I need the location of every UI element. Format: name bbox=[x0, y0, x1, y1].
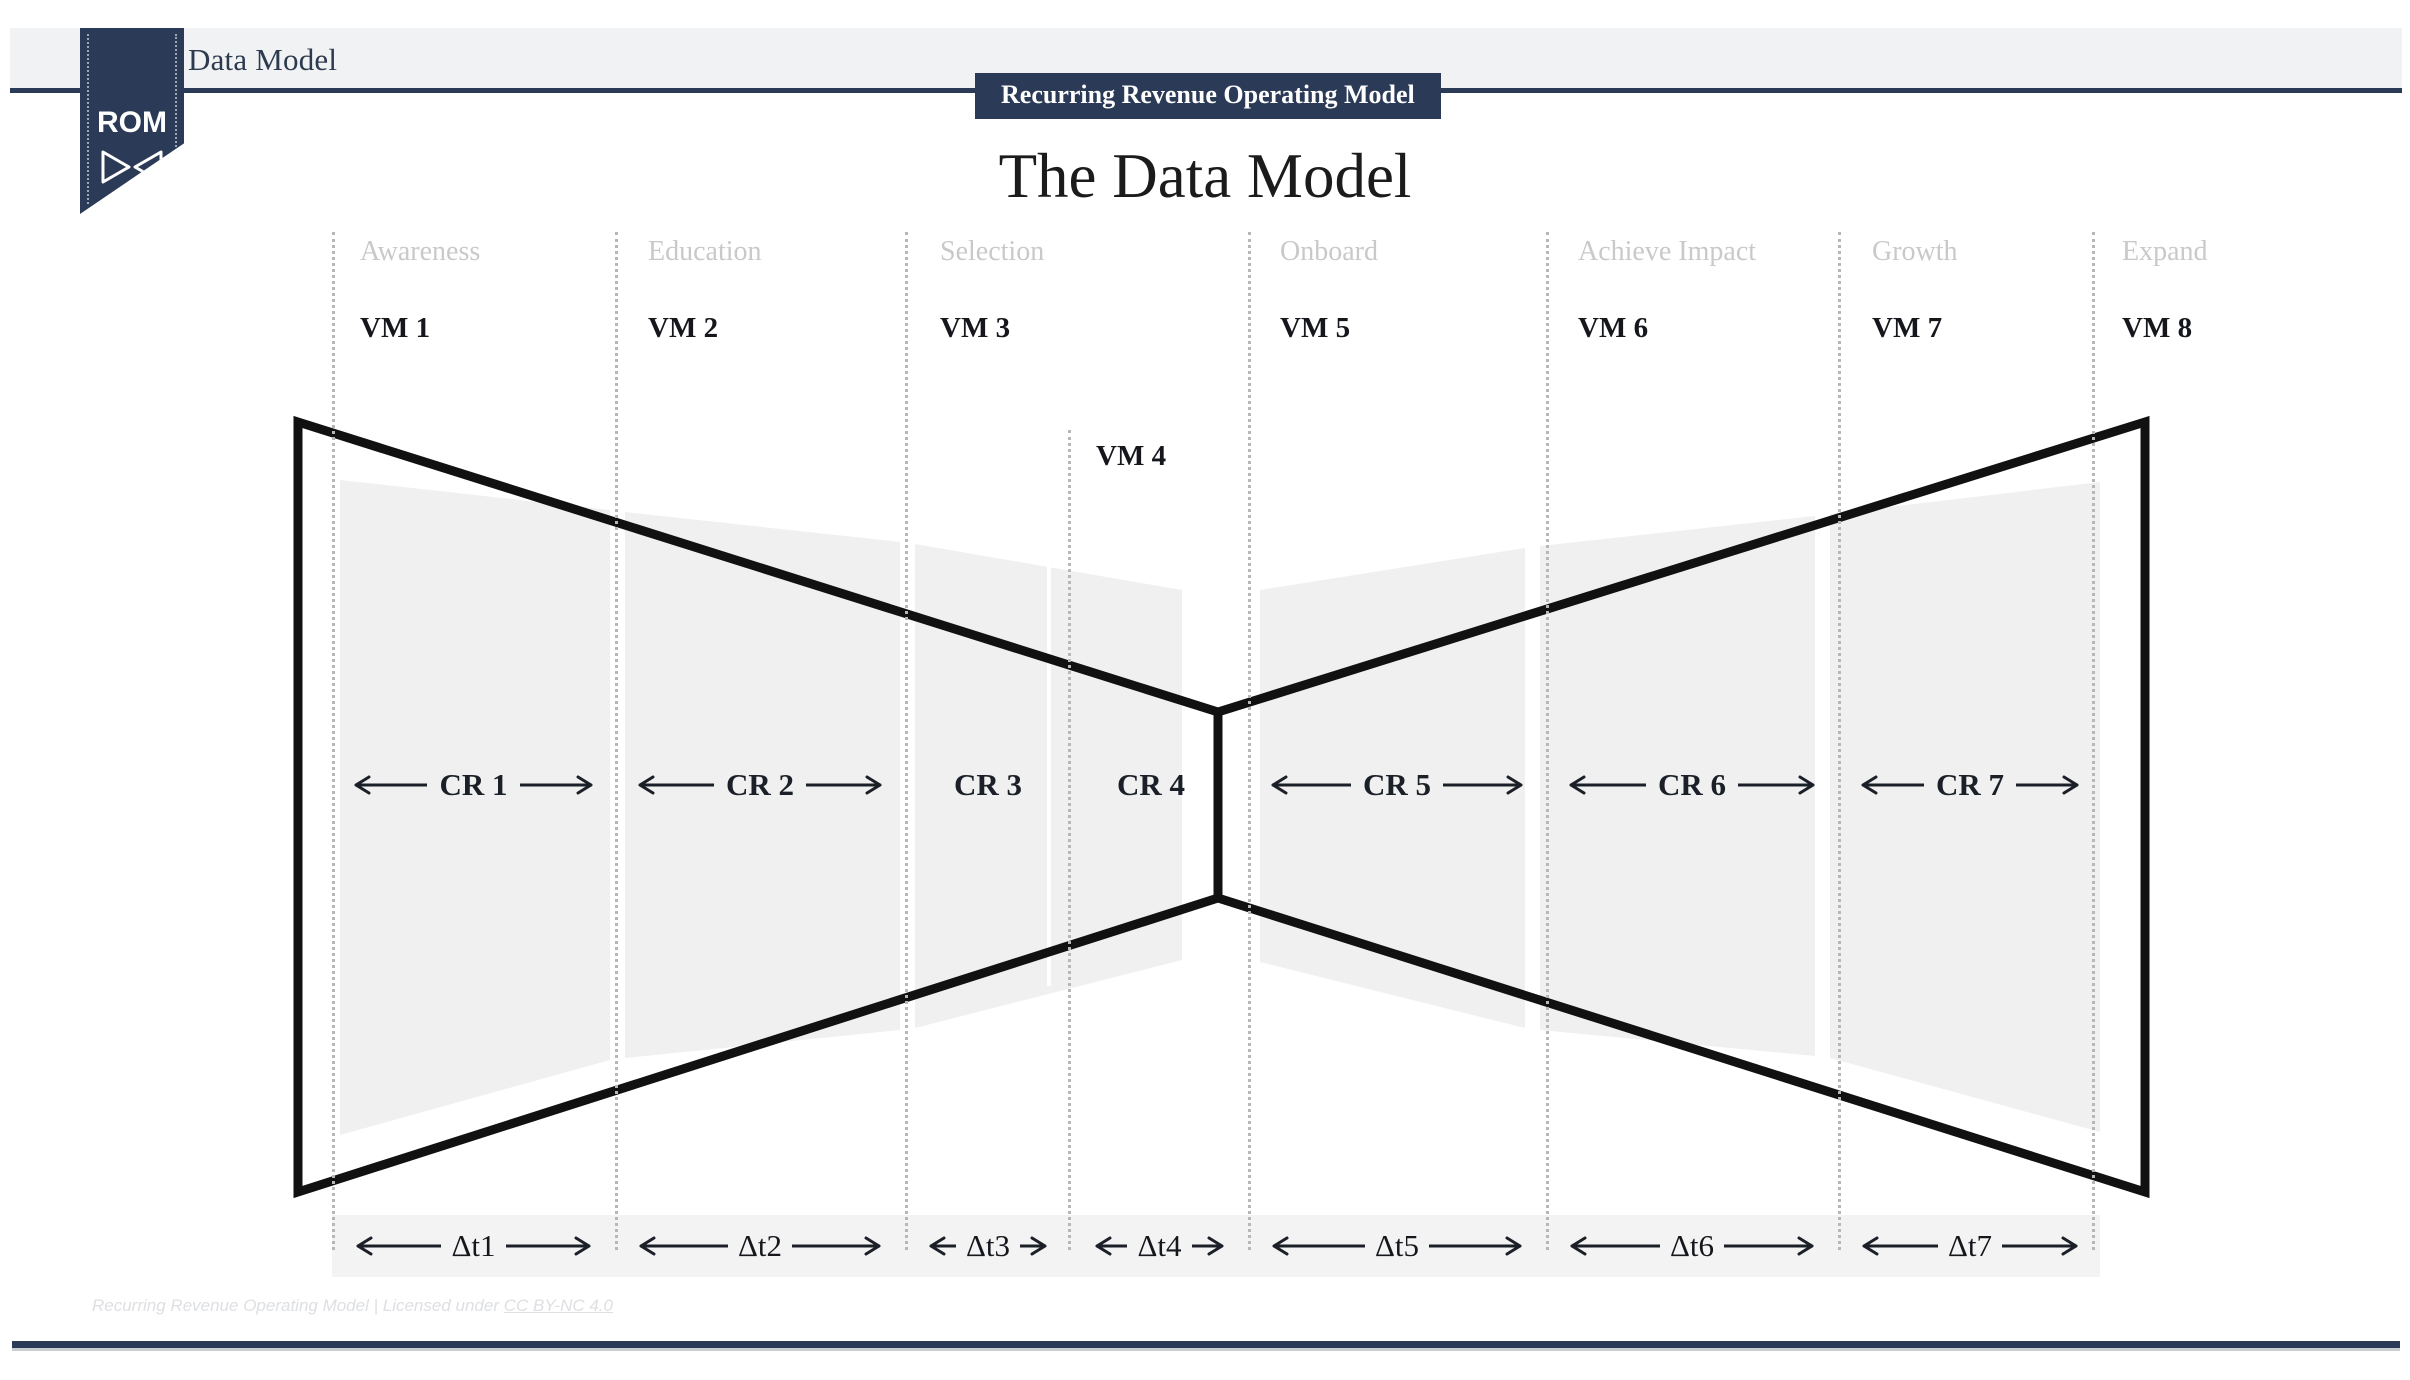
breadcrumb: Data Model bbox=[188, 42, 338, 77]
arrow-left-icon bbox=[929, 1236, 956, 1256]
arrow-left-icon bbox=[1271, 775, 1351, 795]
footer-rule bbox=[12, 1341, 2400, 1348]
page-title: The Data Model bbox=[998, 141, 1412, 211]
arrow-right-icon bbox=[1724, 1236, 1814, 1256]
time-delta-label: Δt7 bbox=[1947, 1228, 1993, 1263]
arrow-right-icon bbox=[1738, 775, 1815, 795]
arrow-right-icon bbox=[505, 1236, 591, 1256]
arrow-right-icon bbox=[1020, 1236, 1047, 1256]
gridline-7 bbox=[2092, 232, 2095, 1250]
gridline-center-vm4 bbox=[1068, 430, 1071, 1250]
ribbon-dotted-edge-left bbox=[87, 34, 89, 204]
time-delta-label: Δt6 bbox=[1669, 1228, 1715, 1263]
conversion-rate-cr-1: CR 1 bbox=[332, 767, 615, 803]
vm-label-vm-5: VM 5 bbox=[1280, 312, 1351, 344]
arrow-right-icon bbox=[1429, 1236, 1522, 1256]
left-wing-bands bbox=[340, 480, 1182, 1135]
conversion-rate-cr-3: CR 3 bbox=[905, 767, 1071, 803]
vm-label-vm-3: VM 3 bbox=[940, 312, 1011, 344]
gridline-6 bbox=[1838, 232, 1841, 1250]
conversion-rate-cr-6: CR 6 bbox=[1546, 767, 1838, 803]
bowtie-right-outline bbox=[1213, 415, 2150, 1199]
conversion-rate-cr-5: CR 5 bbox=[1248, 767, 1546, 803]
time-delta-δt2: Δt2 bbox=[615, 1228, 905, 1264]
license-footer: Recurring Revenue Operating Model | Lice… bbox=[92, 1296, 613, 1316]
arrow-right-icon bbox=[1191, 1236, 1224, 1256]
band-divider-cr3-cr4 bbox=[1047, 566, 1051, 986]
vm-label-vm-2: VM 2 bbox=[648, 312, 719, 344]
gridline-5 bbox=[1546, 232, 1549, 1250]
stage-label-awareness: Awareness bbox=[360, 236, 481, 267]
arrow-left-icon bbox=[1272, 1236, 1365, 1256]
gridline-3 bbox=[905, 232, 908, 1250]
conversion-rate-label: CR 3 bbox=[953, 767, 1023, 802]
vm-label-center: VM 4 bbox=[1096, 440, 1167, 472]
ribbon-dotted-edge-right bbox=[175, 34, 177, 154]
time-delta-label: Δt3 bbox=[965, 1228, 1011, 1263]
time-delta-δt7: Δt7 bbox=[1838, 1228, 2102, 1264]
conversion-rate-label: CR 5 bbox=[1362, 767, 1432, 802]
conversion-rate-label: CR 1 bbox=[439, 767, 508, 802]
band-cr1 bbox=[340, 480, 610, 1135]
vm-label-vm-8: VM 8 bbox=[2122, 312, 2193, 344]
arrow-left-icon bbox=[1861, 775, 1924, 795]
right-wing-bands bbox=[1260, 482, 2100, 1132]
conversion-rate-label: CR 2 bbox=[725, 767, 795, 802]
vm-label-vm-1: VM 1 bbox=[360, 312, 431, 344]
arrow-left-icon bbox=[639, 1236, 728, 1256]
time-delta-label: Δt5 bbox=[1374, 1228, 1420, 1263]
band-cr6 bbox=[1540, 516, 1815, 1056]
arrow-right-icon bbox=[2016, 775, 2079, 795]
stage-label-selection: Selection bbox=[940, 236, 1045, 267]
time-delta-δt4: Δt4 bbox=[1071, 1228, 1248, 1264]
stage-label-education: Education bbox=[648, 236, 762, 267]
stage-label-onboard: Onboard bbox=[1280, 236, 1378, 267]
arrow-right-icon bbox=[792, 1236, 881, 1256]
gridline-2 bbox=[615, 232, 618, 1250]
stage-label-expand: Expand bbox=[2122, 236, 2208, 267]
time-delta-label: Δt2 bbox=[737, 1228, 783, 1263]
vm-label-vm-6: VM 6 bbox=[1578, 312, 1649, 344]
time-delta-δt5: Δt5 bbox=[1248, 1228, 1546, 1264]
band-cr2 bbox=[625, 512, 900, 1058]
conversion-rate-label: CR 4 bbox=[1116, 767, 1186, 802]
arrow-right-icon bbox=[2002, 1236, 2078, 1256]
arrow-right-icon bbox=[519, 775, 593, 795]
band-cr5 bbox=[1260, 548, 1525, 1028]
conversion-rate-label: CR 7 bbox=[1935, 767, 2005, 802]
time-delta-label: Δt4 bbox=[1137, 1228, 1182, 1263]
time-delta-δt3: Δt3 bbox=[905, 1228, 1071, 1264]
conversion-rate-cr-2: CR 2 bbox=[615, 767, 905, 803]
gridline-4 bbox=[1248, 232, 1251, 1250]
arrow-right-icon bbox=[806, 775, 882, 795]
license-link[interactable]: CC BY-NC 4.0 bbox=[503, 1296, 613, 1315]
time-delta-δt1: Δt1 bbox=[332, 1228, 615, 1264]
footer-rule-secondary bbox=[12, 1348, 2400, 1351]
logo-wordmark: ROM bbox=[97, 106, 167, 139]
stage-label-growth: Growth bbox=[1872, 236, 1958, 267]
arrow-left-icon bbox=[638, 775, 714, 795]
conversion-rate-cr-4: CR 4 bbox=[1071, 767, 1231, 803]
vm-label-vm-7: VM 7 bbox=[1872, 312, 1943, 344]
band-cr7 bbox=[1830, 482, 2100, 1132]
conversion-rate-label: CR 6 bbox=[1657, 767, 1727, 802]
gridline-1 bbox=[332, 232, 335, 1250]
arrow-left-icon bbox=[356, 1236, 442, 1256]
status-badge: Recurring Revenue Operating Model bbox=[975, 73, 1441, 119]
stage-label-achieve-impact: Achieve Impact bbox=[1578, 236, 1757, 267]
conversion-rate-cr-7: CR 7 bbox=[1838, 767, 2102, 803]
license-footer-text: Recurring Revenue Operating Model | Lice… bbox=[92, 1296, 504, 1315]
time-delta-δt6: Δt6 bbox=[1546, 1228, 1838, 1264]
time-delta-label: Δt1 bbox=[451, 1228, 496, 1263]
arrow-left-icon bbox=[1095, 1236, 1128, 1256]
arrow-right-icon bbox=[1443, 775, 1523, 795]
arrow-left-icon bbox=[354, 775, 428, 795]
arrow-left-icon bbox=[1569, 775, 1646, 795]
arrow-left-icon bbox=[1570, 1236, 1660, 1256]
arrow-left-icon bbox=[1862, 1236, 1938, 1256]
